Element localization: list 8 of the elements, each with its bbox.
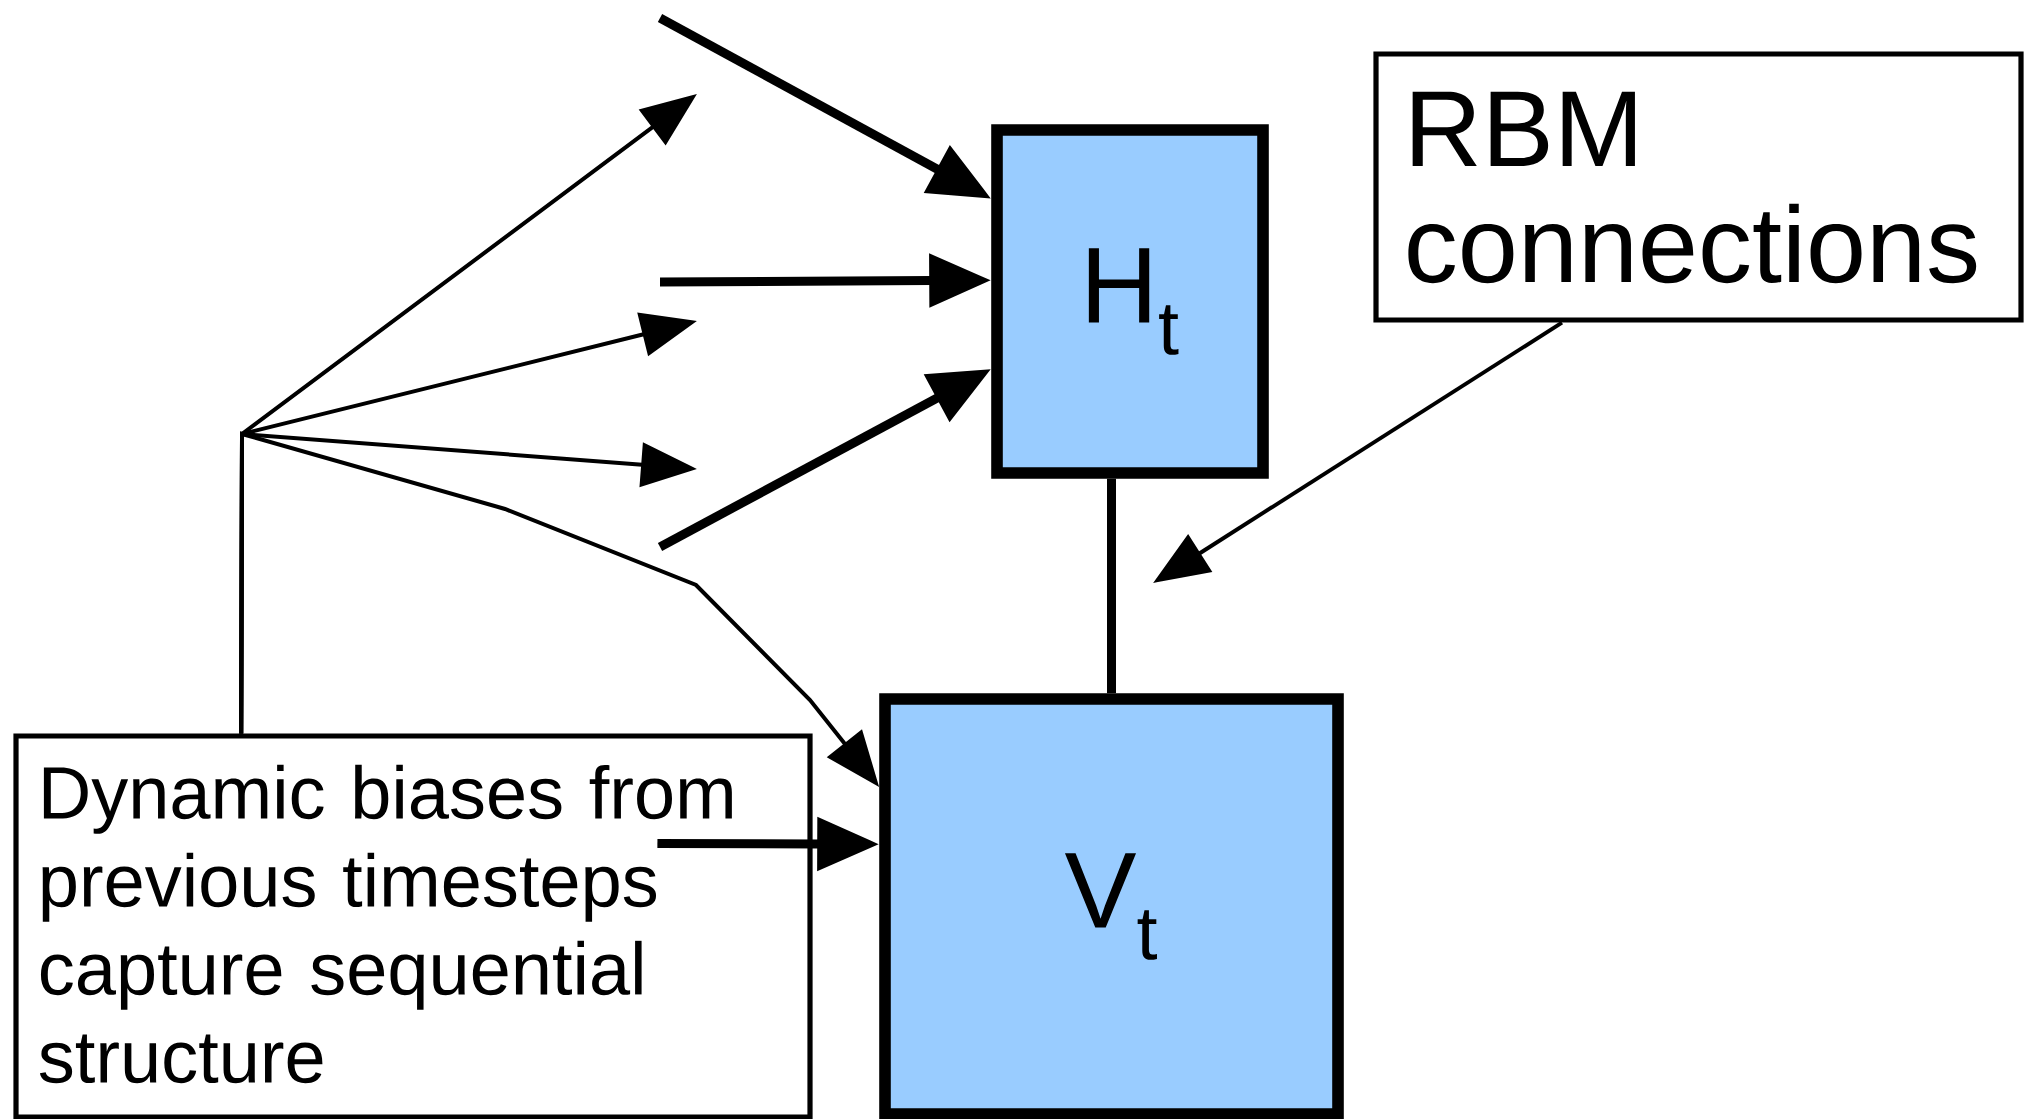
layer-box [991, 124, 1269, 479]
node-label: H$_{t}$ [1088, 248, 1179, 355]
node-label: V$_{t}$ [1064, 853, 1157, 960]
layer-box [879, 693, 1344, 1119]
node-label: RBM connections [1408, 91, 1977, 284]
note-box [1373, 51, 2024, 323]
note-box [13, 733, 813, 1119]
node-label: Dynamic biases from previous timesteps capture sequential structure [39, 764, 732, 1084]
